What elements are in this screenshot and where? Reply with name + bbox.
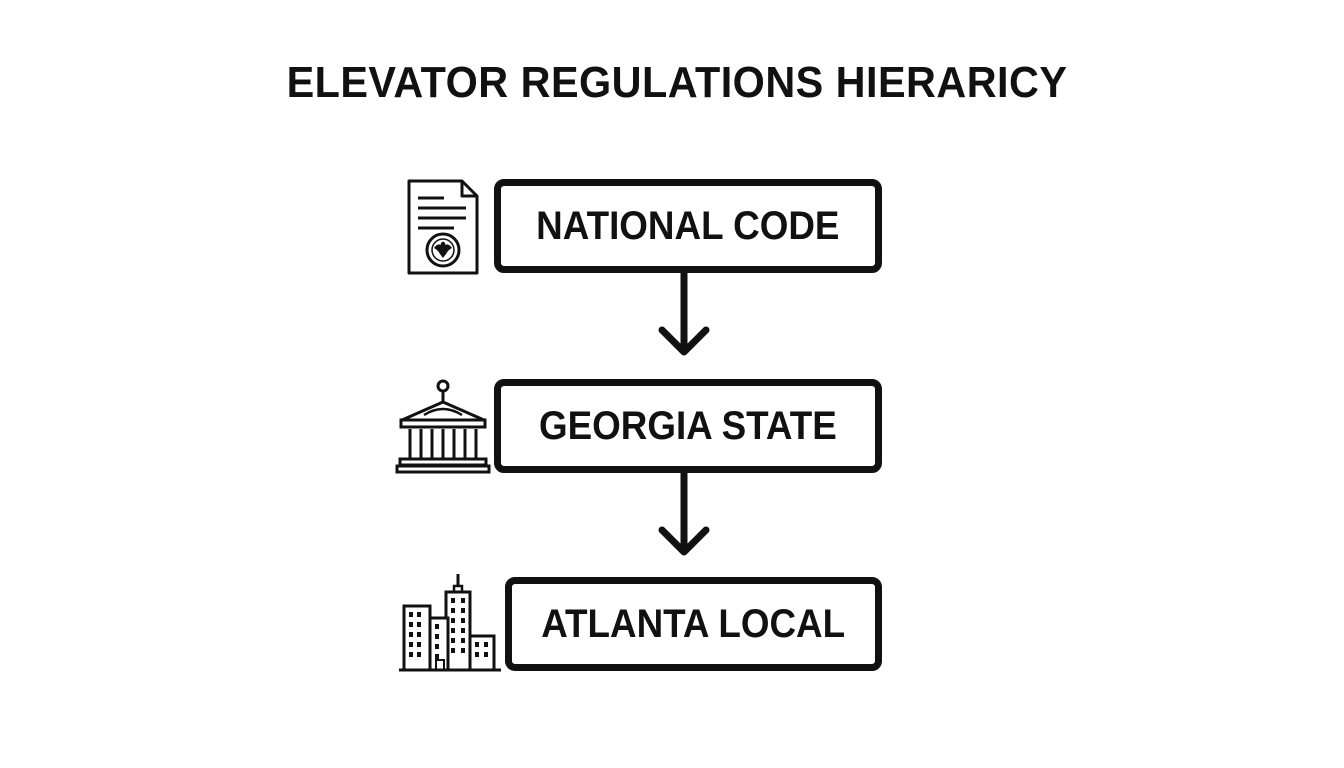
georgia-state-label: GEORGIA STATE bbox=[539, 403, 837, 448]
city-skyline-icon bbox=[398, 572, 502, 674]
document-seal-icon bbox=[404, 178, 482, 278]
georgia-state-box: GEORGIA STATE bbox=[494, 379, 882, 473]
diagram-title: ELEVATOR REGULATIONS HIERARICY bbox=[286, 58, 1068, 107]
national-code-box: NATIONAL CODE bbox=[494, 179, 882, 273]
atlanta-local-label: ATLANTA LOCAL bbox=[541, 601, 846, 646]
national-code-label: NATIONAL CODE bbox=[536, 203, 840, 248]
down-arrow-icon bbox=[652, 470, 716, 562]
down-arrow-icon bbox=[652, 270, 716, 362]
atlanta-local-box: ATLANTA LOCAL bbox=[505, 577, 882, 671]
capitol-building-icon bbox=[394, 376, 492, 476]
